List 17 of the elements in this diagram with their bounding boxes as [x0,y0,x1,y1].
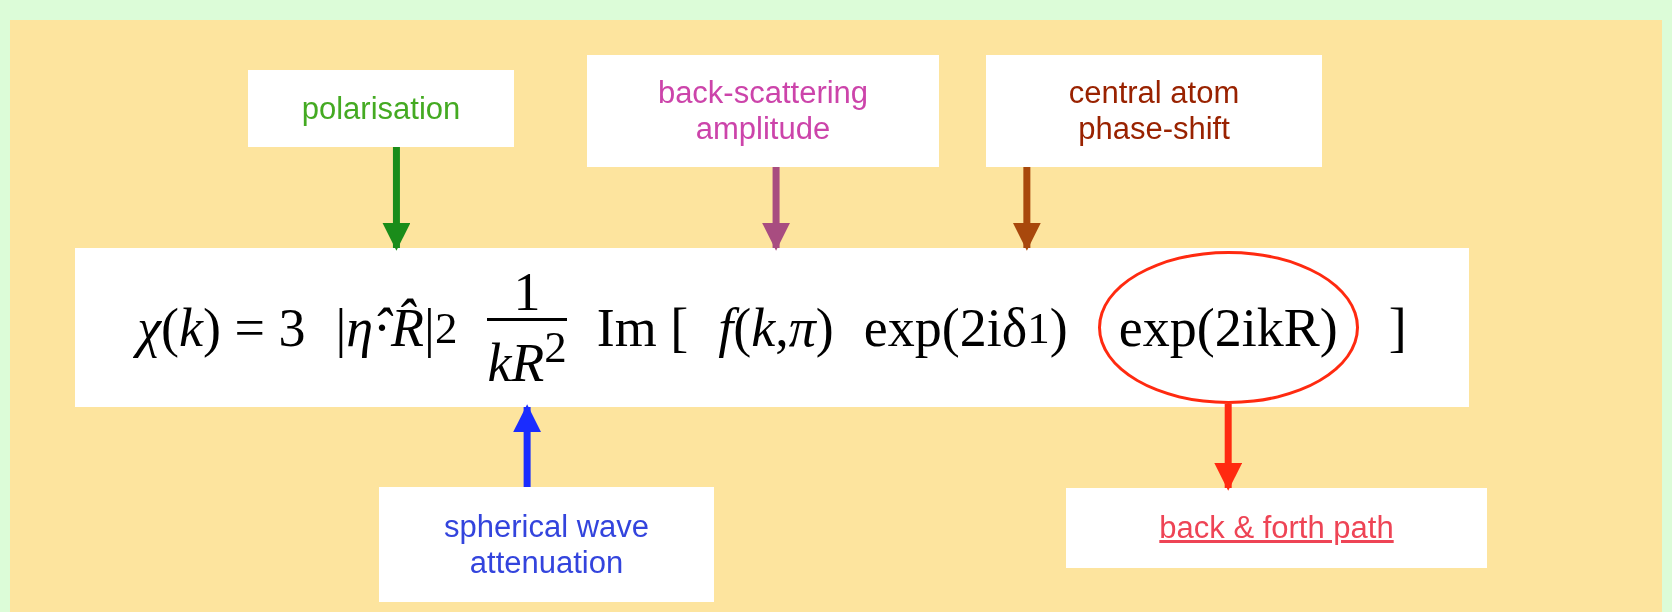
equation-term: f(k,π) [718,248,834,407]
arrow [382,147,411,251]
equation-box [75,248,1469,407]
equation-term: ] [1388,248,1407,407]
denominator: kR$^{2}$ [487,318,567,389]
arrow [513,404,542,487]
numerator: 1 [513,266,541,318]
arrow [762,167,791,251]
arrow [1012,167,1041,251]
circled-term: exp(2ikR) [1097,251,1359,404]
label-box: spherical wave attenuation [379,487,714,602]
arrow [1214,404,1243,491]
label-box: back-scattering amplitude [587,55,939,167]
equation-term: Im [ [596,248,689,407]
label-box: central atom phase-shift [986,55,1322,167]
label-box: polarisation [248,70,514,147]
label-box: back & forth path [1066,488,1487,568]
